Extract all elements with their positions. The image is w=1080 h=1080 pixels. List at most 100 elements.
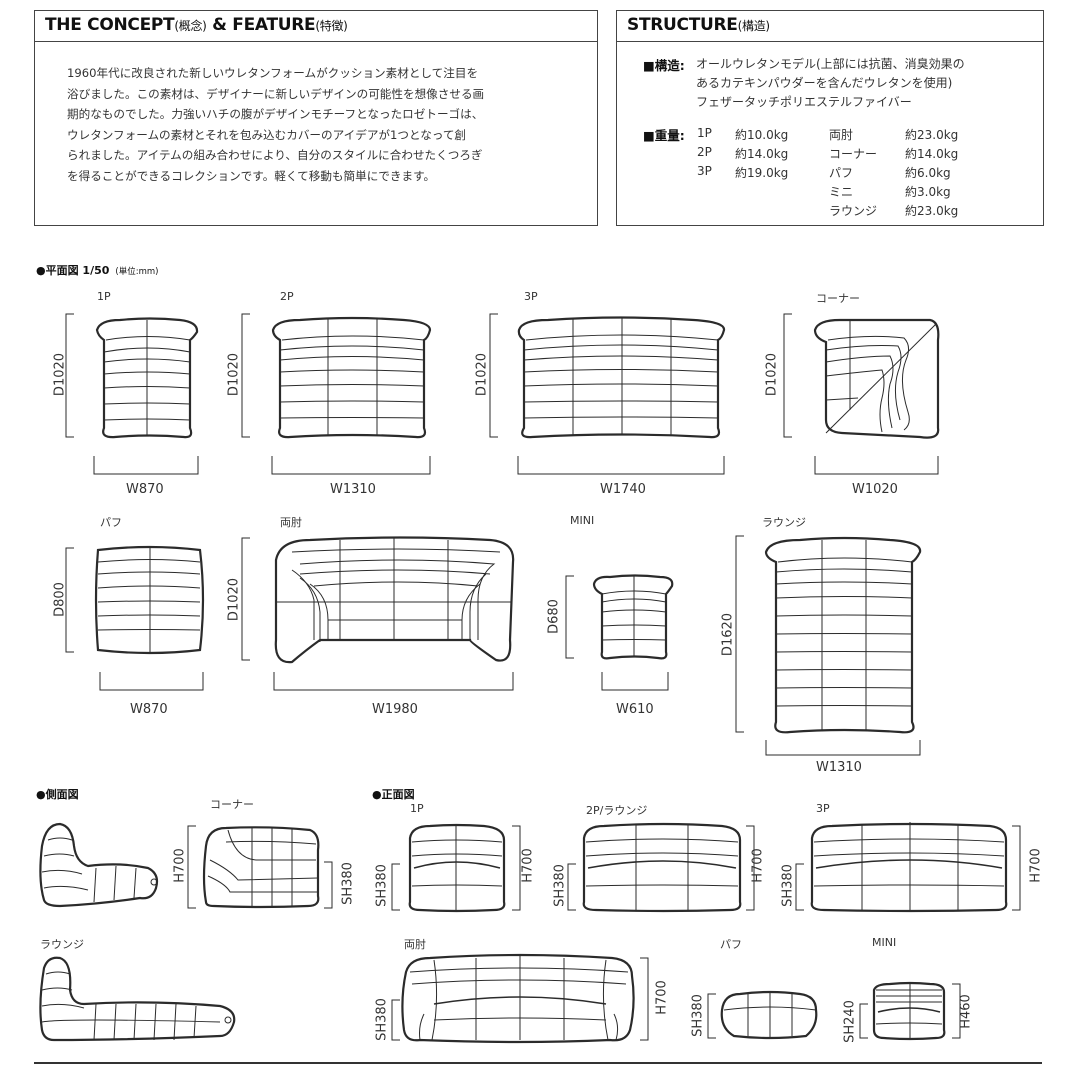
plan-1p-label: 1P	[97, 290, 111, 303]
structure-title: STRUCTURE(構造)	[627, 15, 770, 35]
construction-line: フェザータッチポリエステルファイバー	[696, 95, 912, 109]
plan-lounge-width: W1310	[816, 760, 862, 775]
side-sh380: SH380	[340, 862, 356, 905]
concept-title: THE CONCEPT(概念) & FEATURE(特徴)	[45, 15, 348, 35]
plan-corner-label: コーナー	[816, 292, 860, 305]
front-1p-sh380: SH380	[374, 864, 390, 907]
weight-name: パフ	[829, 166, 854, 180]
dimension-lines	[65, 313, 939, 756]
front-mini-label: MINI	[872, 936, 897, 949]
front-view-3p-drawing	[810, 822, 1008, 913]
structure-header: STRUCTURE(構造)	[617, 11, 1043, 42]
front-2p-sh380: SH380	[552, 864, 568, 907]
concept-line: 浴びました。この素材は、デザイナーに新しいデザインの可能性を想像させる画	[67, 86, 485, 101]
plan-3p-drawing	[517, 316, 726, 439]
plan-arms-width: W1980	[372, 702, 418, 717]
weight-name: 3P	[697, 164, 712, 178]
front-arms-sh380: SH380	[374, 998, 390, 1041]
front-3p-sh380: SH380	[780, 864, 796, 907]
front-view-mini-drawing	[872, 981, 946, 1041]
plan-arms-drawing	[274, 536, 515, 664]
concept-header: THE CONCEPT(概念) & FEATURE(特徴)	[35, 11, 597, 42]
plan-mini-label: MINI	[570, 514, 595, 527]
plan-mini-drawing	[592, 574, 674, 660]
weight-name: 両肘	[829, 128, 854, 142]
front-1p-h700: H700	[520, 848, 536, 883]
front-3p-h700: H700	[1028, 848, 1044, 883]
bottom-rule	[34, 1062, 1042, 1064]
concept-line: られました。アイテムの組み合わせにより、自分のスタイルに合わせたくつろぎ	[67, 148, 483, 162]
side-h700: H700	[172, 848, 188, 883]
side-dimensions	[187, 825, 333, 909]
front-arms-label: 両肘	[404, 938, 426, 951]
front-2p-h700: H700	[750, 848, 766, 883]
plan-lounge-label: ラウンジ	[762, 516, 806, 529]
weight-name: コーナー	[829, 147, 878, 161]
plan-arms-label: 両肘	[280, 516, 302, 529]
construction-line: オールウレタンモデル(上部には抗菌、消臭効果の	[696, 57, 965, 71]
side-lounge-label: ラウンジ	[40, 938, 84, 951]
plan-mini-depth: D680	[546, 599, 562, 634]
front-mini-h460: H460	[958, 994, 974, 1029]
weight-value: 約23.0kg	[905, 204, 959, 218]
plan-corner-drawing	[813, 318, 940, 439]
plan-puff-drawing	[94, 545, 205, 655]
plan-corner-width: W1020	[852, 482, 898, 497]
weight-name: ラウンジ	[829, 204, 878, 218]
front-mini-sh240: SH240	[842, 1000, 858, 1043]
side-corner-label: コーナー	[210, 798, 254, 811]
concept-line: ウレタンフォームの素材とそれを包み込むカバーのアイデアが1つとなって創	[67, 127, 467, 142]
weight-value: 約3.0kg	[905, 185, 951, 199]
weight-name: 1P	[697, 126, 712, 140]
plan-puff-width: W870	[130, 702, 168, 717]
side-view-corner-drawing	[202, 826, 320, 909]
side-section-label: ●側面図	[36, 788, 79, 801]
concept-line: 期的なものでした。力強いハチの腹がデザインモチーフとなったロゼトーゴは、	[67, 107, 484, 121]
weight-label: ■重量:	[643, 128, 685, 143]
weight-name: ミニ	[829, 185, 854, 199]
plan-puff-label: パフ	[100, 516, 122, 529]
plan-section-label: ●平面図 1/50(単位:mm)	[36, 264, 159, 277]
plan-2p-width: W1310	[330, 482, 376, 497]
front-puff-sh380: SH380	[690, 994, 706, 1037]
plan-1p-drawing	[95, 317, 199, 439]
concept-line: 1960年代に改良された新しいウレタンフォームがクッション素材として注目を	[67, 66, 479, 80]
weight-value: 約10.0kg	[735, 128, 789, 142]
front-arms-h700: H700	[654, 980, 670, 1015]
front-3p-label: 3P	[816, 802, 830, 815]
construction-label: ■構造:	[643, 58, 685, 73]
weight-value: 約14.0kg	[735, 147, 789, 161]
concept-box: THE CONCEPT(概念) & FEATURE(特徴) 1960年代に改良さ…	[34, 10, 598, 226]
front-view-2p-drawing	[582, 822, 742, 913]
side-view-lounge-drawing	[39, 956, 236, 1042]
front-section-label: ●正面図	[372, 788, 415, 801]
plan-puff-depth: D800	[52, 582, 68, 617]
weight-value: 約14.0kg	[905, 147, 959, 161]
front-puff-label: パフ	[720, 938, 742, 951]
weight-name: 2P	[697, 145, 712, 159]
weight-value: 約19.0kg	[735, 166, 789, 180]
side-view-1p-drawing	[39, 822, 159, 908]
concept-body: 1960年代に改良された新しいウレタンフォームがクッション素材として注目を 浴び…	[67, 63, 587, 186]
front-2p-label: 2P/ラウンジ	[586, 804, 648, 817]
plan-2p-depth: D1020	[226, 352, 242, 397]
plan-1p-depth: D1020	[52, 352, 68, 397]
concept-line: を得ることができるコレクションです。軽くて移動も簡単にできます。	[67, 168, 436, 183]
plan-3p-label: 3P	[524, 290, 538, 303]
front-view-arms-drawing	[401, 953, 635, 1044]
weight-value: 約23.0kg	[905, 128, 959, 142]
front-1p-label: 1P	[410, 802, 424, 815]
plan-arms-depth: D1020	[226, 577, 242, 622]
front-view-puff-drawing	[720, 990, 818, 1040]
plan-lounge-depth: D1620	[720, 612, 736, 657]
plan-corner-depth: D1020	[764, 352, 780, 397]
plan-lounge-drawing	[764, 536, 922, 734]
weight-value: 約6.0kg	[905, 166, 951, 180]
construction-line: あるカテキンパウダーを含んだウレタンを使用)	[696, 76, 953, 90]
plan-3p-depth: D1020	[474, 352, 490, 397]
plan-2p-label: 2P	[280, 290, 294, 303]
plan-2p-drawing	[271, 316, 432, 439]
front-view-1p-drawing	[408, 823, 506, 913]
plan-mini-width: W610	[616, 702, 654, 717]
